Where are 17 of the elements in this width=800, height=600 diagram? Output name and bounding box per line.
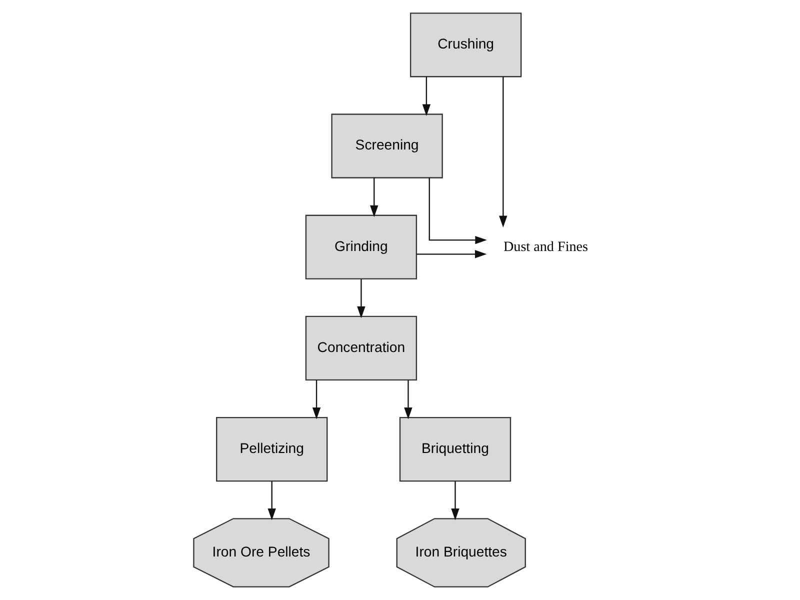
node-box: Screening	[331, 114, 443, 178]
arrow	[404, 380, 412, 420]
arrow	[422, 76, 431, 116]
node-box: Grinding	[305, 214, 418, 280]
node-box: Pelletizing	[216, 416, 328, 482]
arrow	[451, 481, 460, 520]
arrow	[416, 250, 487, 258]
node-box: Crushing	[410, 12, 522, 78]
node-box: Briquetting	[399, 416, 512, 482]
arrow	[370, 178, 378, 218]
arrow	[268, 481, 276, 520]
arrow	[312, 380, 321, 420]
arrow	[357, 279, 366, 318]
arrow	[428, 178, 487, 244]
node-text: Dust and Fines	[503, 238, 588, 255]
node-box: Concentration	[305, 316, 418, 381]
arrow	[499, 76, 508, 228]
